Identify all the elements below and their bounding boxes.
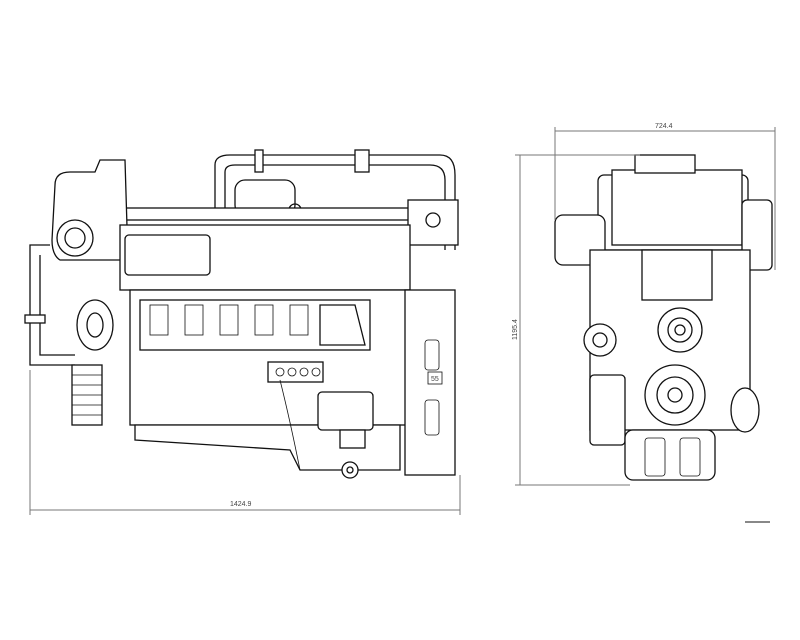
width-dimension: 724.4 [554, 123, 776, 270]
length-dimension: 1424.9 [29, 370, 461, 515]
height-dimension-label: 1195.4 [512, 319, 519, 340]
bracket-dimension-label: 55 [431, 376, 439, 383]
height-dimension: 1195.4 [512, 154, 640, 486]
length-dimension-label: 1424.9 [230, 501, 252, 508]
width-dimension-label: 724.4 [655, 123, 673, 130]
engine-side-view: 55 1424.9 [24, 149, 461, 515]
engine-front-view: 724.4 1195.4 [512, 123, 776, 486]
